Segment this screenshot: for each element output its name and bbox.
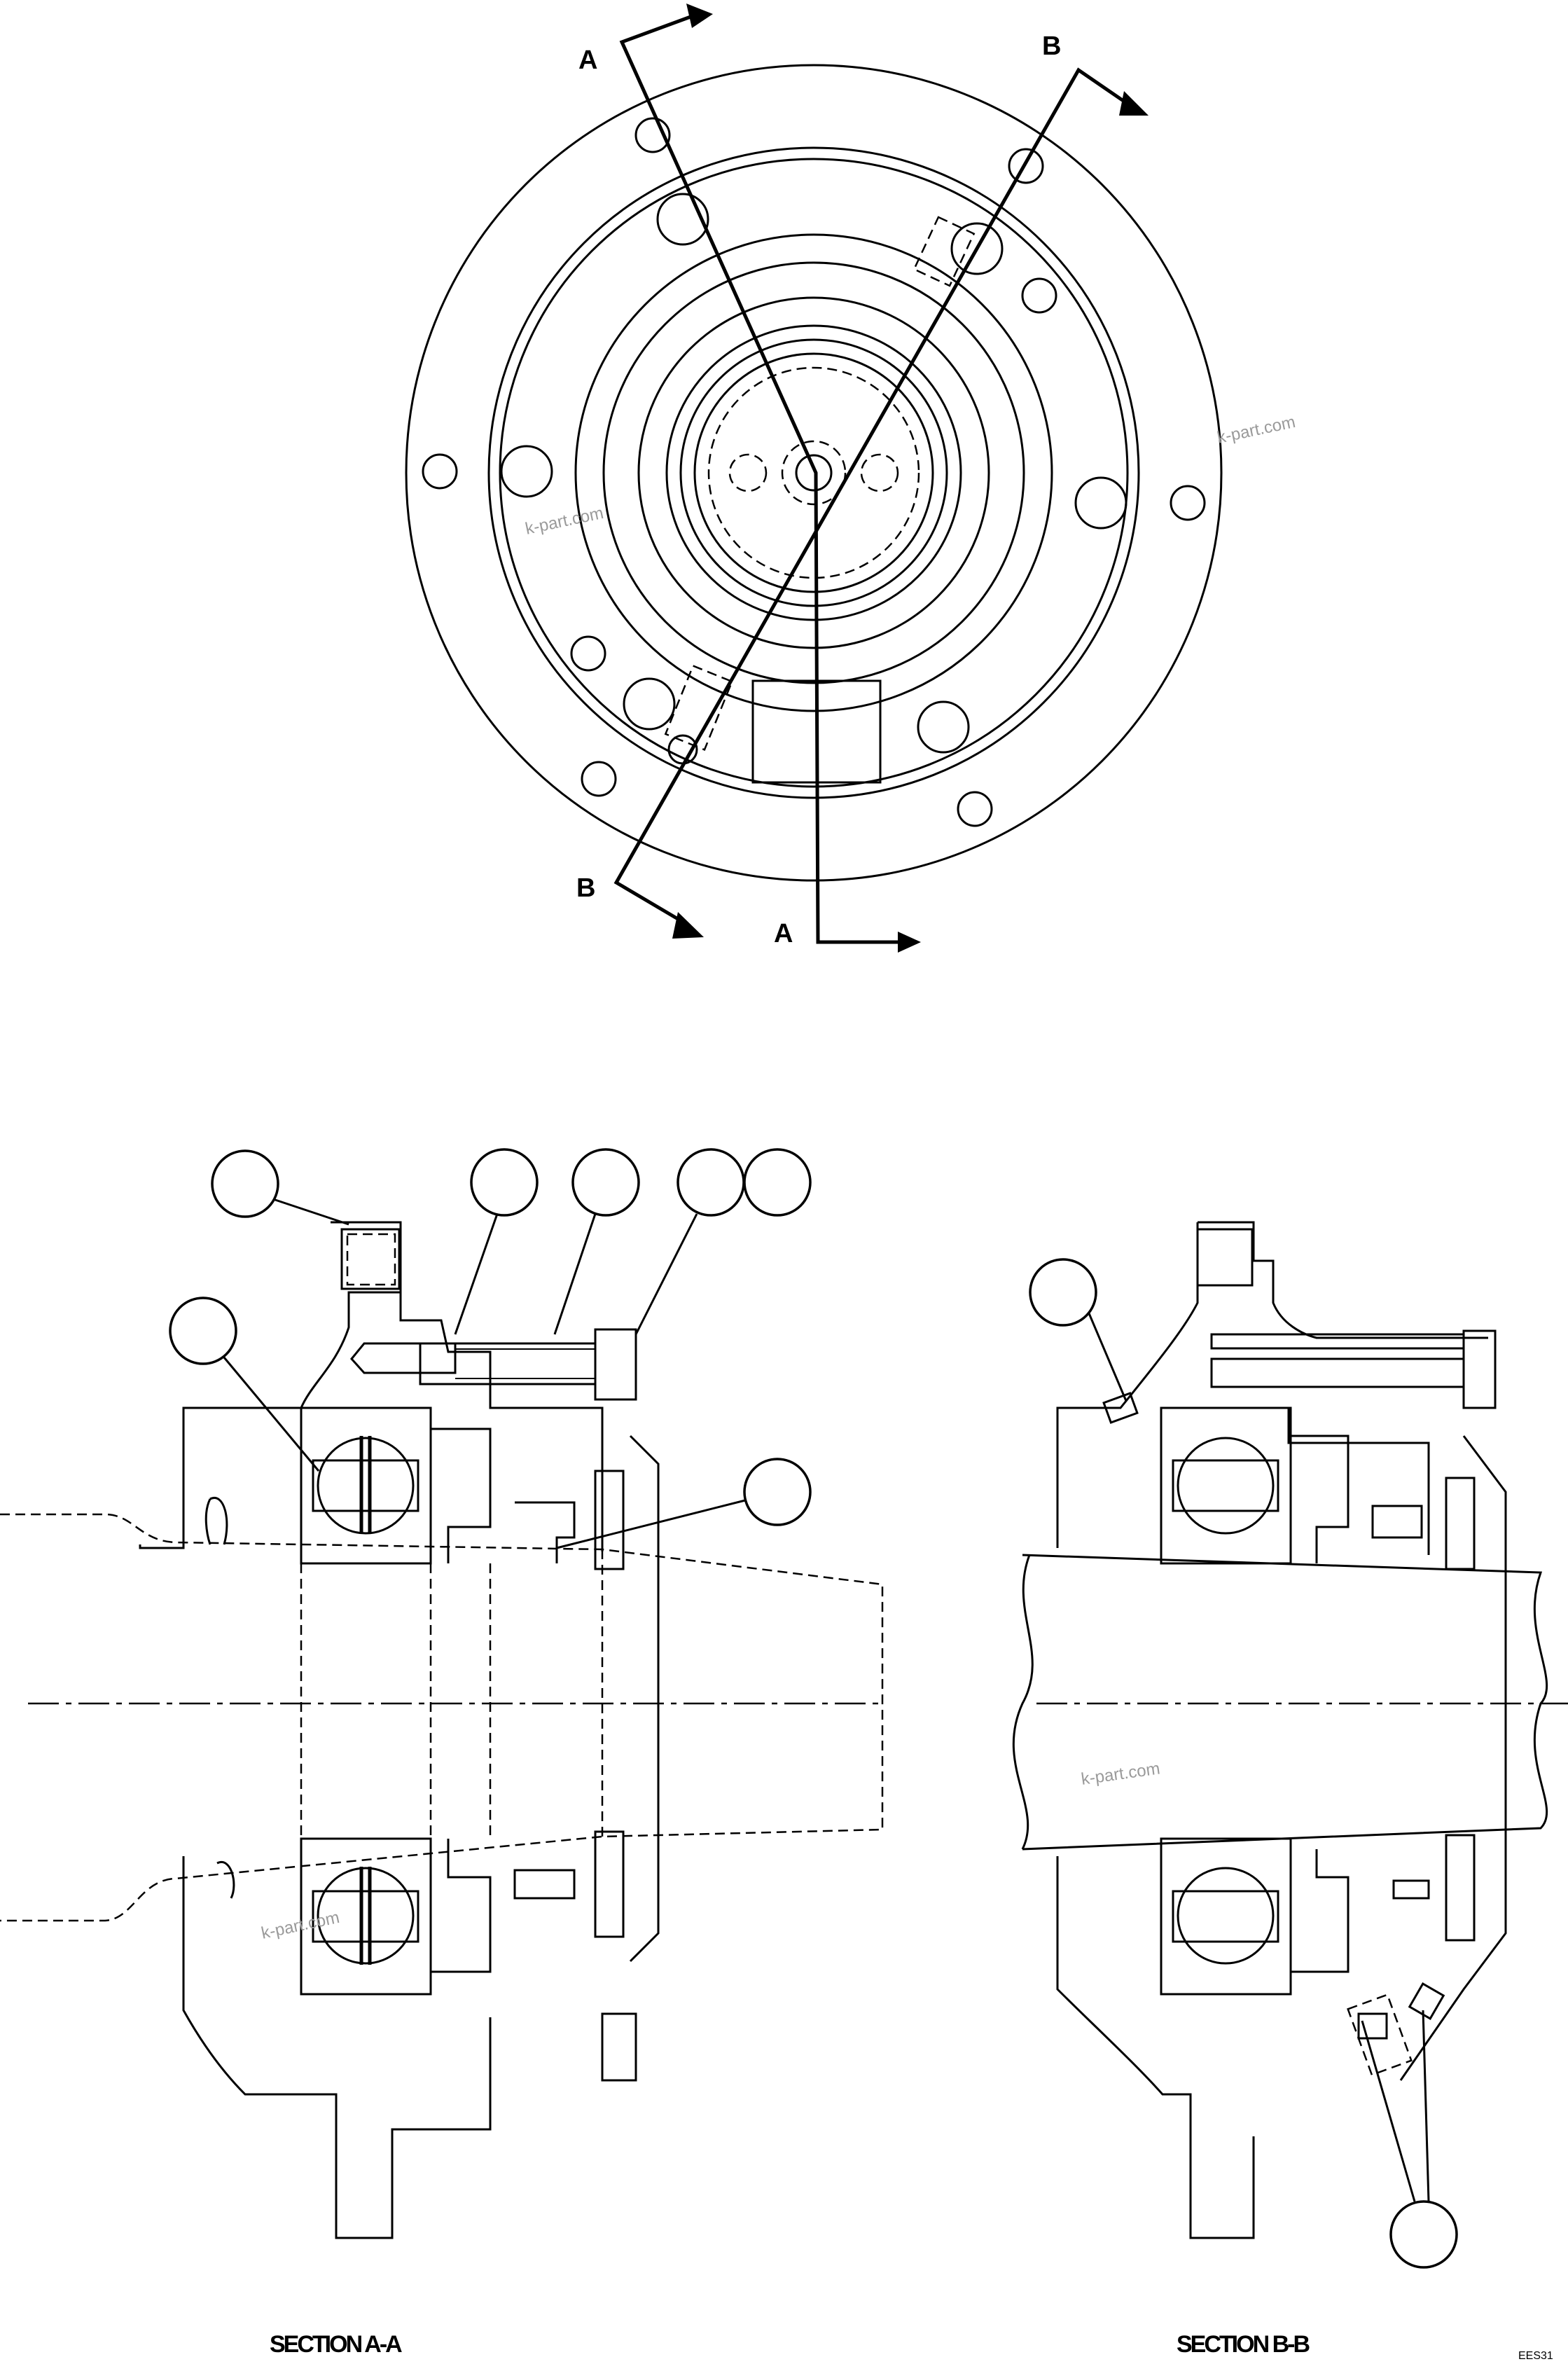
figure-code: EES31 bbox=[1518, 2350, 1553, 2362]
bearing-upper bbox=[300, 1406, 432, 1565]
bearing-lower bbox=[300, 1837, 432, 1996]
section-a-a: SECTION A-A bbox=[0, 1148, 884, 2358]
cut-label-a-bottom: A bbox=[774, 919, 793, 948]
inner-bolt-heads bbox=[500, 193, 1128, 754]
cut-line-b bbox=[613, 67, 1149, 939]
caption-section-a-a: SECTION A-A bbox=[270, 2331, 402, 2358]
plan-view: A B B A bbox=[405, 4, 1223, 953]
watermark: k-part.com bbox=[1080, 1759, 1161, 1789]
watermark: k-part.com bbox=[1216, 413, 1297, 448]
bearing-b-upper bbox=[1160, 1406, 1292, 1565]
cut-label-b-bottom: B bbox=[576, 873, 595, 903]
cut-label-b-top: B bbox=[1042, 32, 1061, 61]
bearing-b-lower bbox=[1160, 1837, 1292, 1996]
bolt-b bbox=[1210, 1329, 1497, 1409]
watermark: k-part.com bbox=[524, 504, 605, 539]
shaft-outline bbox=[0, 1513, 884, 1922]
cut-line-a bbox=[619, 4, 921, 953]
callout-balloons-a bbox=[169, 1148, 812, 1549]
cut-label-a-top: A bbox=[578, 46, 597, 75]
seal-parts bbox=[204, 1428, 637, 2082]
seal-parts-b bbox=[1102, 1392, 1476, 2076]
caption-section-b-b: SECTION B-B bbox=[1177, 2331, 1310, 2358]
bolt bbox=[350, 1328, 637, 1401]
outer-bolt-holes bbox=[422, 117, 1206, 827]
section-b-b: SECTION B-B bbox=[1012, 1221, 1568, 2358]
callout-balloons-b bbox=[1029, 1258, 1458, 2269]
